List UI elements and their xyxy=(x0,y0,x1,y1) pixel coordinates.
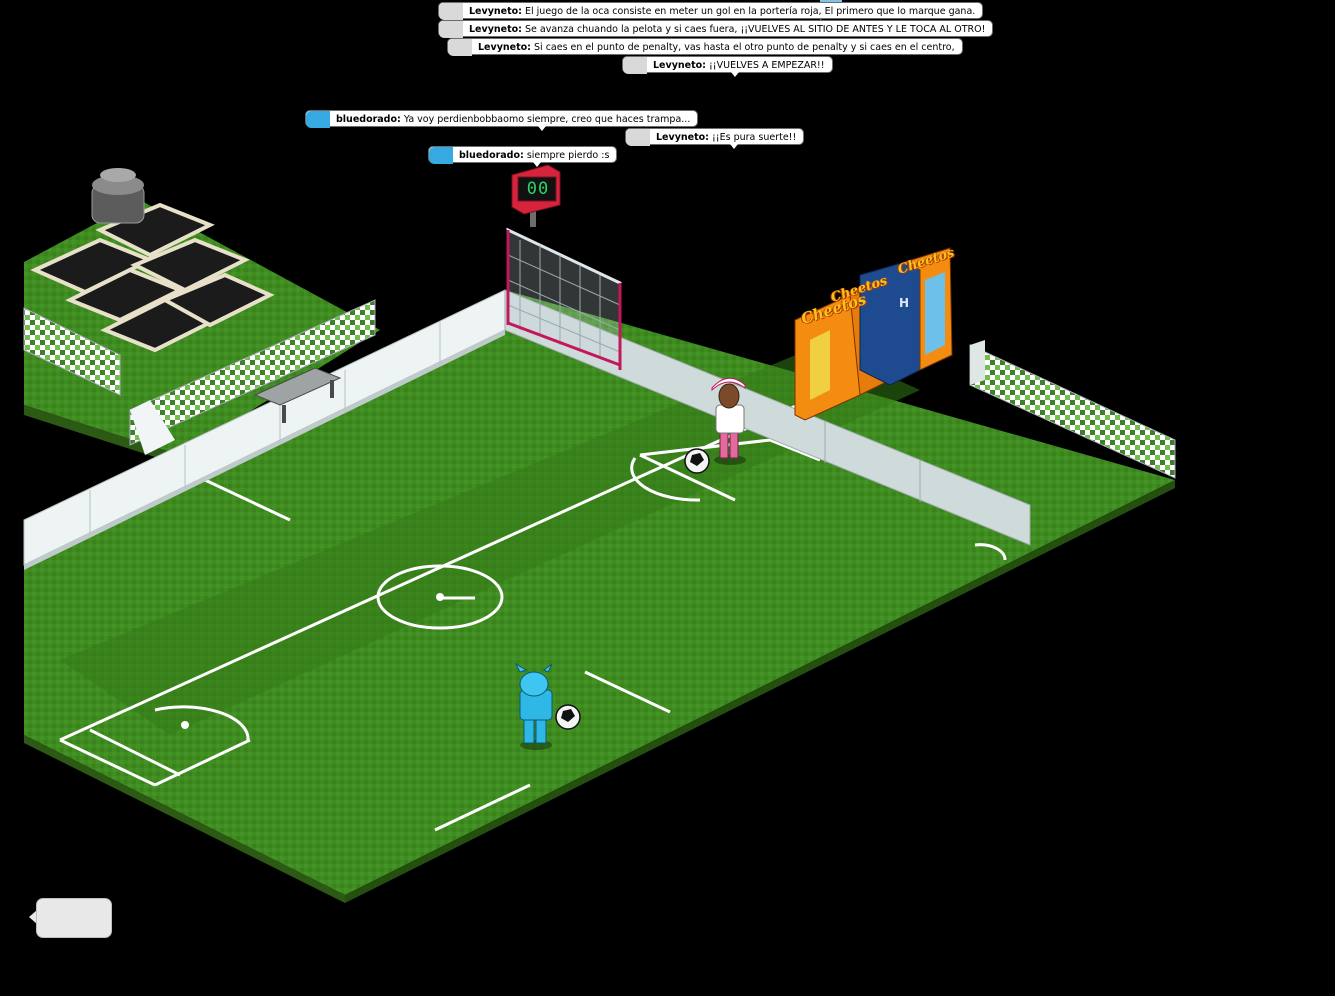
penalty-spot-left xyxy=(181,721,189,729)
chat-bubble-5[interactable]: bluedorado: Ya voy perdienbobbaomo siemp… xyxy=(305,110,699,131)
chat-input-pointer xyxy=(29,910,37,924)
bench xyxy=(253,367,342,423)
avatar xyxy=(439,3,463,20)
avatar xyxy=(623,57,647,74)
bleachers xyxy=(30,202,275,353)
chat-bubble-7[interactable]: bluedorado: siempre pierdo :s xyxy=(428,146,618,167)
chat-message: siempre pierdo :s xyxy=(526,150,610,161)
bubble-tail xyxy=(731,72,739,77)
avatar xyxy=(306,111,330,128)
goal xyxy=(506,227,622,370)
center-spot xyxy=(436,593,444,601)
chat-message: Ya voy perdienbobbaomo siempre, creo que… xyxy=(403,114,691,125)
chat-message: Se avanza chuando la pelota y si caes fu… xyxy=(525,24,986,35)
ball-near-levyneto[interactable] xyxy=(684,448,710,474)
chat-message: El juego de la oca consiste en meter un … xyxy=(525,6,976,17)
field-floor[interactable] xyxy=(24,290,1175,895)
chat-username: Levyneto: xyxy=(653,60,706,71)
chat-message: Si caes en el punto de penalty, vas hast… xyxy=(534,42,955,53)
toilet-letter: H xyxy=(899,296,910,310)
field-edge-right xyxy=(345,480,1175,903)
bubble-tail xyxy=(538,126,546,131)
bubble-tail xyxy=(730,144,738,149)
player-levyneto[interactable] xyxy=(711,377,746,465)
stands-wall xyxy=(23,299,376,455)
chat-bubble-1[interactable]: Levyneto: El juego de la oca consiste en… xyxy=(438,2,984,20)
right-checker-wall xyxy=(969,340,1176,479)
chat-message: ¡¡VUELVES A EMPEZAR!! xyxy=(709,60,825,71)
field-back-wall xyxy=(23,289,1031,570)
chat-bubble-4[interactable]: Levyneto: ¡¡VUELVES A EMPEZAR!! xyxy=(622,56,833,77)
bubble-tail xyxy=(533,162,541,167)
scoreboard-digits: 00 xyxy=(526,179,550,199)
chat-bubble-2[interactable]: Levyneto: Se avanza chuando la pelota y … xyxy=(438,20,994,38)
chat-username: Levyneto: xyxy=(469,6,522,17)
avatar xyxy=(448,39,472,56)
chat-username: bluedorado: xyxy=(459,150,524,161)
chat-username: Levyneto: xyxy=(656,132,709,143)
avatar xyxy=(626,129,650,146)
player-bluedorado[interactable] xyxy=(514,662,553,750)
chat-username: bluedorado: xyxy=(336,114,401,125)
field-edge-front xyxy=(24,735,345,903)
chat-username: Levyneto: xyxy=(478,42,531,53)
stands-platform-edge xyxy=(24,405,180,465)
chat-username: Levyneto: xyxy=(469,24,522,35)
avatar xyxy=(429,147,453,164)
chat-input[interactable] xyxy=(36,898,112,938)
trash-stack xyxy=(91,168,145,224)
avatar xyxy=(439,21,463,38)
chat-bubble-3[interactable]: Levyneto: Si caes en el punto de penalty… xyxy=(447,38,963,56)
vending-machines xyxy=(794,0,953,421)
field-center-strip xyxy=(60,345,920,735)
chat-message: ¡¡Es pura suerte!! xyxy=(712,132,797,143)
scoreboard xyxy=(511,164,561,227)
field-lines xyxy=(59,393,1007,832)
chat-bubble-6[interactable]: Levyneto: ¡¡Es pura suerte!! xyxy=(625,128,805,149)
ball-near-bluedorado[interactable] xyxy=(555,704,581,730)
